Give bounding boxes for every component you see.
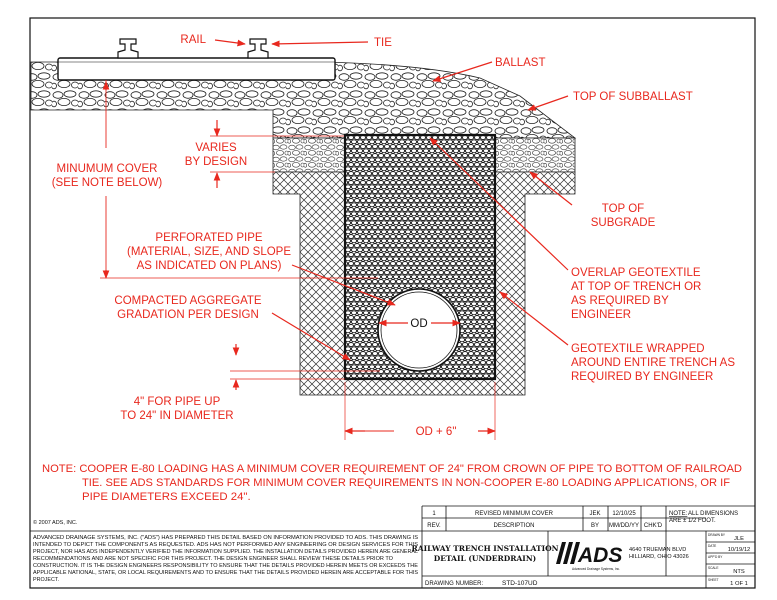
section-drawing bbox=[30, 38, 577, 396]
label-perforated-pipe: PERFORATED PIPE bbox=[155, 232, 262, 244]
disclaimer-line-6: APPLICABLE NATIONAL, STATE, OR LOCAL REQ… bbox=[33, 570, 418, 576]
dimension-note-head: NOTE: bbox=[669, 511, 688, 517]
label-overlap-4: ENGINEER bbox=[571, 309, 631, 321]
hdr-by: BY bbox=[591, 523, 599, 529]
drawing-title-2: DETAIL (UNDERDRAIN) bbox=[434, 554, 536, 563]
label-min-cover: MINUMUM COVER bbox=[57, 163, 158, 175]
label-four-inch-1: 4" FOR PIPE UP bbox=[134, 396, 221, 408]
disclaimer-line-2: INTENDED TO DEPICT THE COMPONENTS AS REQ… bbox=[33, 542, 418, 548]
label-geo-wrapped-2: AROUND ENTIRE TRENCH AS bbox=[571, 357, 735, 369]
disclaimer-line-7: PROJECT. bbox=[33, 577, 59, 583]
sheet-border bbox=[29, 17, 756, 589]
label-tie: TIE bbox=[374, 37, 392, 49]
annotation-leaders bbox=[100, 39, 573, 440]
label-overlap-2: AT TOP OF TRENCH OR bbox=[571, 281, 701, 293]
label-compacted-2: GRADATION PER DESIGN bbox=[117, 309, 259, 321]
label-by-design: BY DESIGN bbox=[185, 156, 247, 168]
label-perforated-plans: AS INDICATED ON PLANS) bbox=[137, 260, 282, 272]
note-line-3: PIPE DIAMETERS EXCEED 24". bbox=[82, 491, 251, 503]
rev-by: JEK bbox=[589, 511, 600, 517]
note-line-2: TIE. SEE ADS STANDARDS FOR MINIMUM COVER… bbox=[82, 477, 730, 489]
label-overlap-1: OVERLAP GEOTEXTILE bbox=[571, 267, 701, 279]
ads-logo-subtext: Advanced Drainage Systems, Inc. bbox=[572, 567, 620, 571]
dimension-note-2: ARE ± 1/2 FOOT. bbox=[669, 518, 716, 524]
pipe-inner-wall bbox=[380, 291, 458, 369]
general-note: NOTE: COOPER E-80 LOADING HAS A MINIMUM … bbox=[42, 463, 742, 503]
perforated-pipe bbox=[377, 288, 461, 372]
label-top-of: TOP OF bbox=[602, 203, 644, 215]
dimension-note-1: ALL DIMENSIONS bbox=[688, 511, 738, 517]
label-od-plus-6: OD + 6" bbox=[416, 426, 457, 438]
rail-left bbox=[117, 38, 139, 59]
drawing-title-1: RAILWAY TRENCH INSTALLATION bbox=[412, 544, 559, 553]
hdr-description: DESCRIPTION bbox=[493, 523, 534, 529]
rev-description: REVISED MINIMUM COVER bbox=[475, 511, 554, 517]
label-od: OD bbox=[410, 318, 427, 330]
address-line-2: HILLIARD, OHIO 43026 bbox=[629, 554, 689, 560]
title-block bbox=[30, 505, 755, 588]
label-subgrade: SUBGRADE bbox=[591, 217, 656, 229]
rev-number: 1 bbox=[432, 511, 436, 517]
hdr-checked: CHK'D bbox=[644, 523, 663, 529]
label-see-note: (SEE NOTE BELOW) bbox=[52, 177, 163, 189]
label-compacted-1: COMPACTED AGGREGATE bbox=[114, 295, 262, 307]
hdr-date: MM/DD/YY bbox=[609, 523, 639, 529]
label-rail: RAIL bbox=[180, 34, 206, 46]
label-four-inch-2: TO 24" IN DIAMETER bbox=[120, 410, 233, 422]
approved-by-label: APP'D BY bbox=[708, 555, 723, 559]
drawn-by-label: DRAWN BY bbox=[708, 533, 726, 537]
sheet-label: SHEET bbox=[708, 578, 719, 582]
date-value: 10/19/12 bbox=[728, 547, 751, 553]
hdr-rev: REV. bbox=[427, 523, 441, 529]
address-line-1: 4640 TRUEMAN BLVD bbox=[629, 547, 686, 553]
label-geo-wrapped-1: GEOTEXTILE WRAPPED bbox=[571, 343, 705, 355]
title-block-text: © 2007 ADS, INC. ADVANCED DRAINAGE SYSTE… bbox=[33, 511, 750, 587]
date-label: DATE bbox=[708, 544, 716, 548]
scale-value: NTS bbox=[733, 569, 745, 575]
annotation-labels: RAIL TIE BALLAST TOP OF SUBBALLAST VARIE… bbox=[52, 34, 736, 438]
drawing-number-label: DRAWING NUMBER: bbox=[425, 581, 483, 587]
railroad-tie bbox=[57, 57, 336, 81]
label-ballast: BALLAST bbox=[495, 57, 546, 69]
ads-logo: ADS Advanced Drainage Systems, Inc. bbox=[556, 542, 622, 571]
label-top-of-subballast: TOP OF SUBBALLAST bbox=[573, 91, 693, 103]
disclaimer-line-5: CONSTRUCTION. IT IS THE DESIGN ENGINEERS… bbox=[33, 563, 418, 569]
drawn-by: JLE bbox=[734, 536, 744, 542]
scale-label: SCALE bbox=[708, 566, 718, 570]
copyright: © 2007 ADS, INC. bbox=[33, 519, 78, 526]
disclaimer-line-3: PROJECT, NOR HAS ADS INDEPENDENTLY VERIF… bbox=[33, 549, 418, 555]
disclaimer-line-1: ADVANCED DRAINAGE SYSTEMS, INC. ("ADS") … bbox=[33, 535, 418, 541]
disclaimer-line-4: RECOMMENDATIONS AND ARE NOT SPECIFIC FOR… bbox=[33, 556, 393, 562]
label-perforated-material: (MATERIAL, SIZE, AND SLOPE bbox=[127, 246, 291, 258]
sheet-value: 1 OF 1 bbox=[730, 581, 748, 587]
label-overlap-3: AS REQUIRED BY bbox=[571, 295, 669, 307]
label-geo-wrapped-3: REQUIRED BY ENGINEER bbox=[571, 371, 713, 383]
note-line-1: NOTE: COOPER E-80 LOADING HAS A MINIMUM … bbox=[42, 463, 742, 475]
label-varies: VARIES bbox=[195, 142, 237, 154]
rev-date: 12/10/25 bbox=[612, 511, 636, 517]
rail-right bbox=[247, 38, 269, 59]
ads-logo-text: ADS bbox=[577, 544, 622, 567]
drawing-number: STD-107UD bbox=[502, 580, 538, 587]
